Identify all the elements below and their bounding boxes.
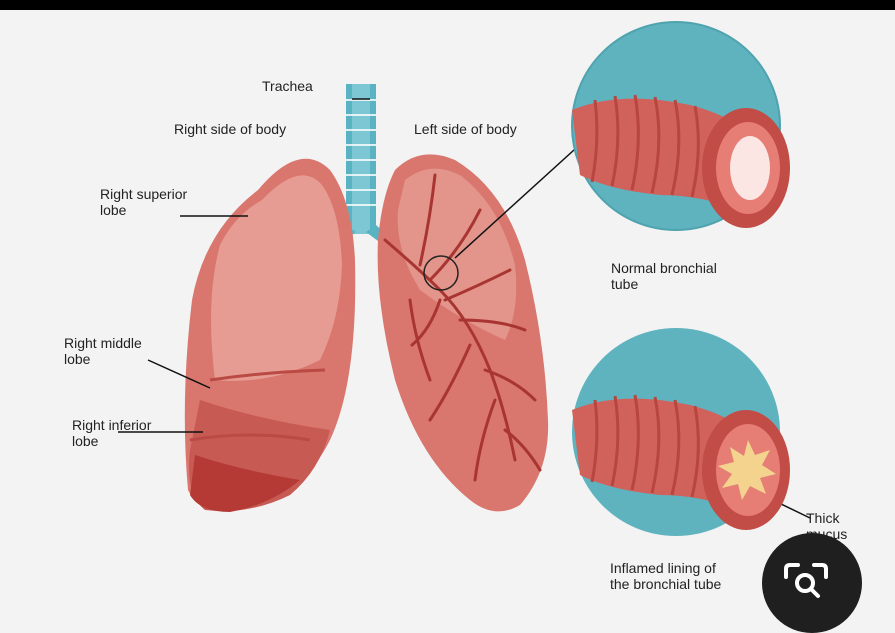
right-superior-lobe-label: Right superior lobe: [100, 186, 188, 218]
top-status-strip: [0, 0, 895, 10]
normal-tube-label: Normal bronchial tube: [611, 260, 717, 292]
lens-search-icon: [784, 563, 828, 598]
trachea-label: Trachea: [262, 78, 313, 94]
lung-diagram: [118, 21, 811, 536]
right-side-label: Right side of body: [174, 121, 287, 137]
inflamed-lining-label: Inflamed lining of the bronchial tube: [610, 560, 722, 592]
mucus-shape: [718, 440, 776, 500]
left-side-label: Left side of body: [414, 121, 517, 137]
left-lung: [377, 154, 549, 512]
lens-search-button[interactable]: [762, 533, 862, 633]
right-middle-lobe-label: Right middle lobe: [64, 335, 142, 367]
right-inferior-lobe-label: Right inferior lobe: [72, 417, 152, 449]
normal-tube-illustration: [571, 21, 790, 231]
right-lung: [184, 158, 356, 512]
inflamed-tube-illustration: [572, 328, 790, 536]
